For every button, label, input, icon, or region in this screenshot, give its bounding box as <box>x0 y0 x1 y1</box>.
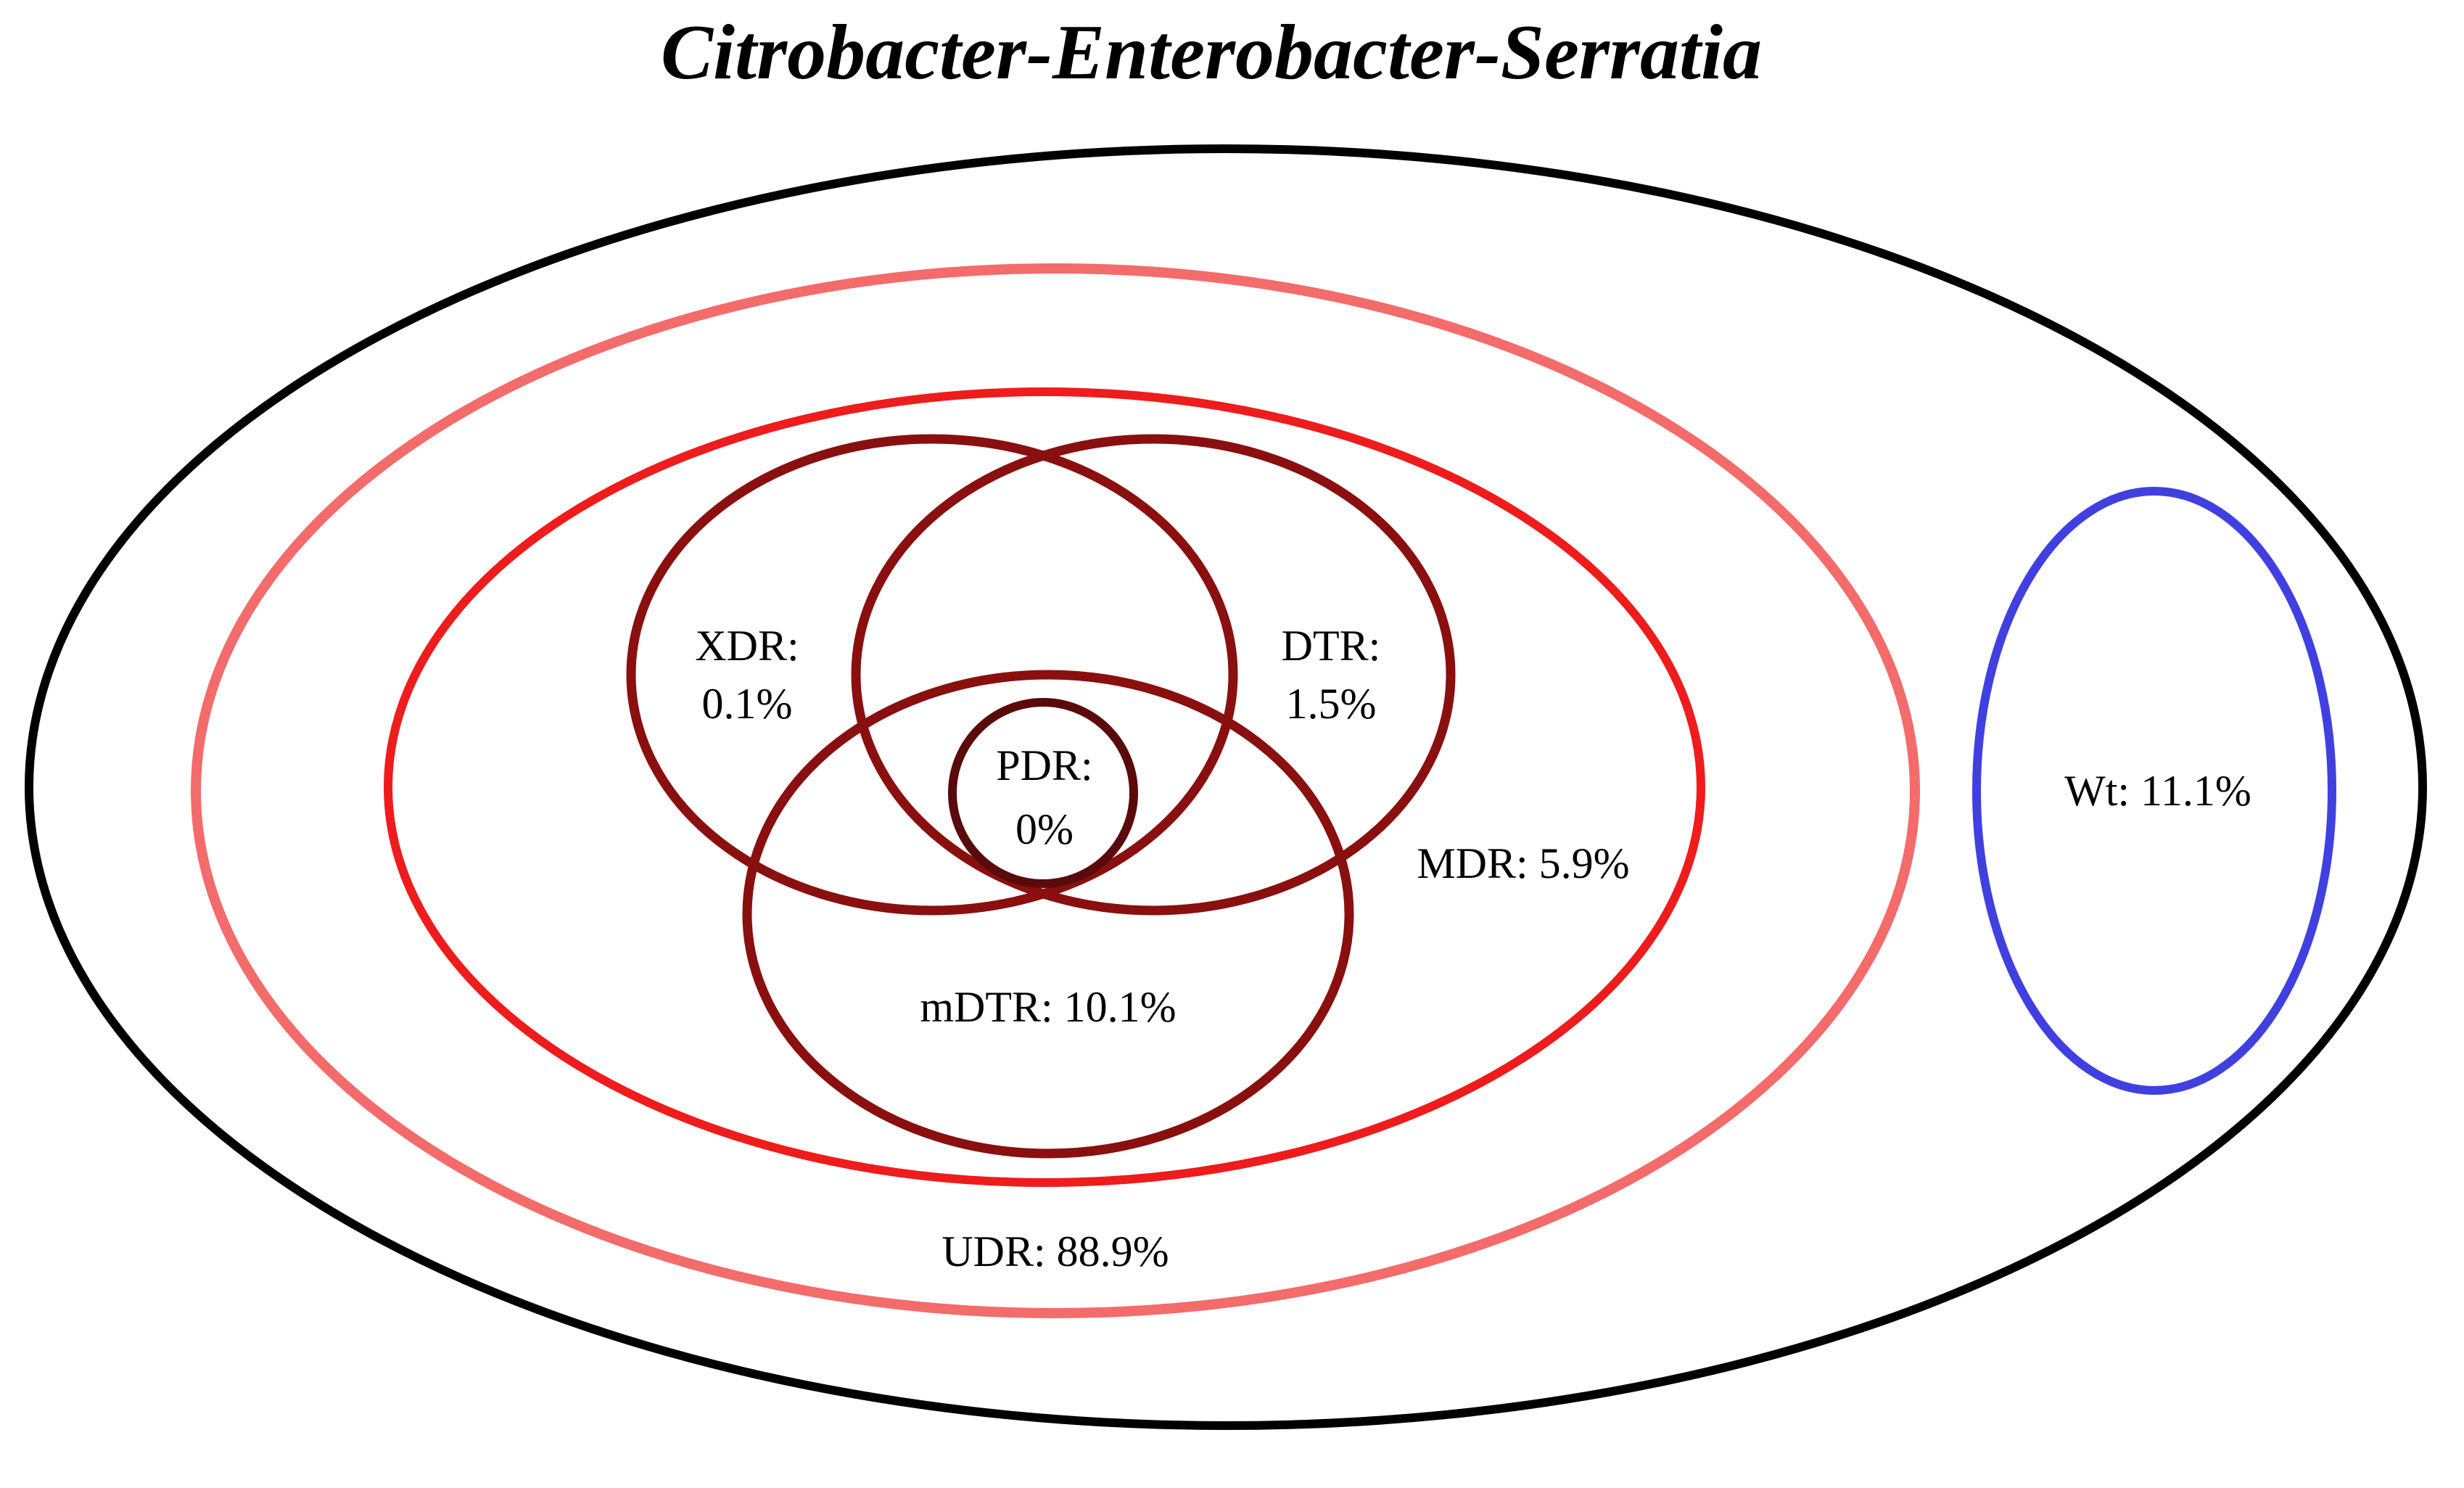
wt-label: Wt: 11.1% <box>2064 767 2251 815</box>
mdr-ellipse <box>384 387 1705 1187</box>
xdr-ellipse <box>626 434 1238 916</box>
pdr-circle <box>948 698 1138 888</box>
pdr-label: PDR: <box>996 741 1092 789</box>
udr-label: UDR: 88.9% <box>941 1228 1169 1275</box>
dtr-ellipse <box>851 434 1456 916</box>
mdtr-ellipse <box>742 670 1354 1159</box>
xdr-value: 0.1% <box>702 680 793 728</box>
all-isolates-ellipse <box>25 144 2427 1430</box>
diagram-title: Citrobacter-Enterobacter-Serratia <box>661 9 1762 96</box>
xdr-label: XDR: <box>695 622 799 670</box>
pdr-value: 0% <box>1015 805 1074 853</box>
mdr-label: MDR: 5.9% <box>1417 839 1629 887</box>
udr-ellipse <box>191 263 1920 1318</box>
dtr-value: 1.5% <box>1286 680 1377 728</box>
dtr-label: DTR: <box>1282 622 1381 670</box>
wt-ellipse <box>1972 487 2336 1095</box>
mdtr-label: mDTR: 10.1% <box>920 983 1176 1031</box>
